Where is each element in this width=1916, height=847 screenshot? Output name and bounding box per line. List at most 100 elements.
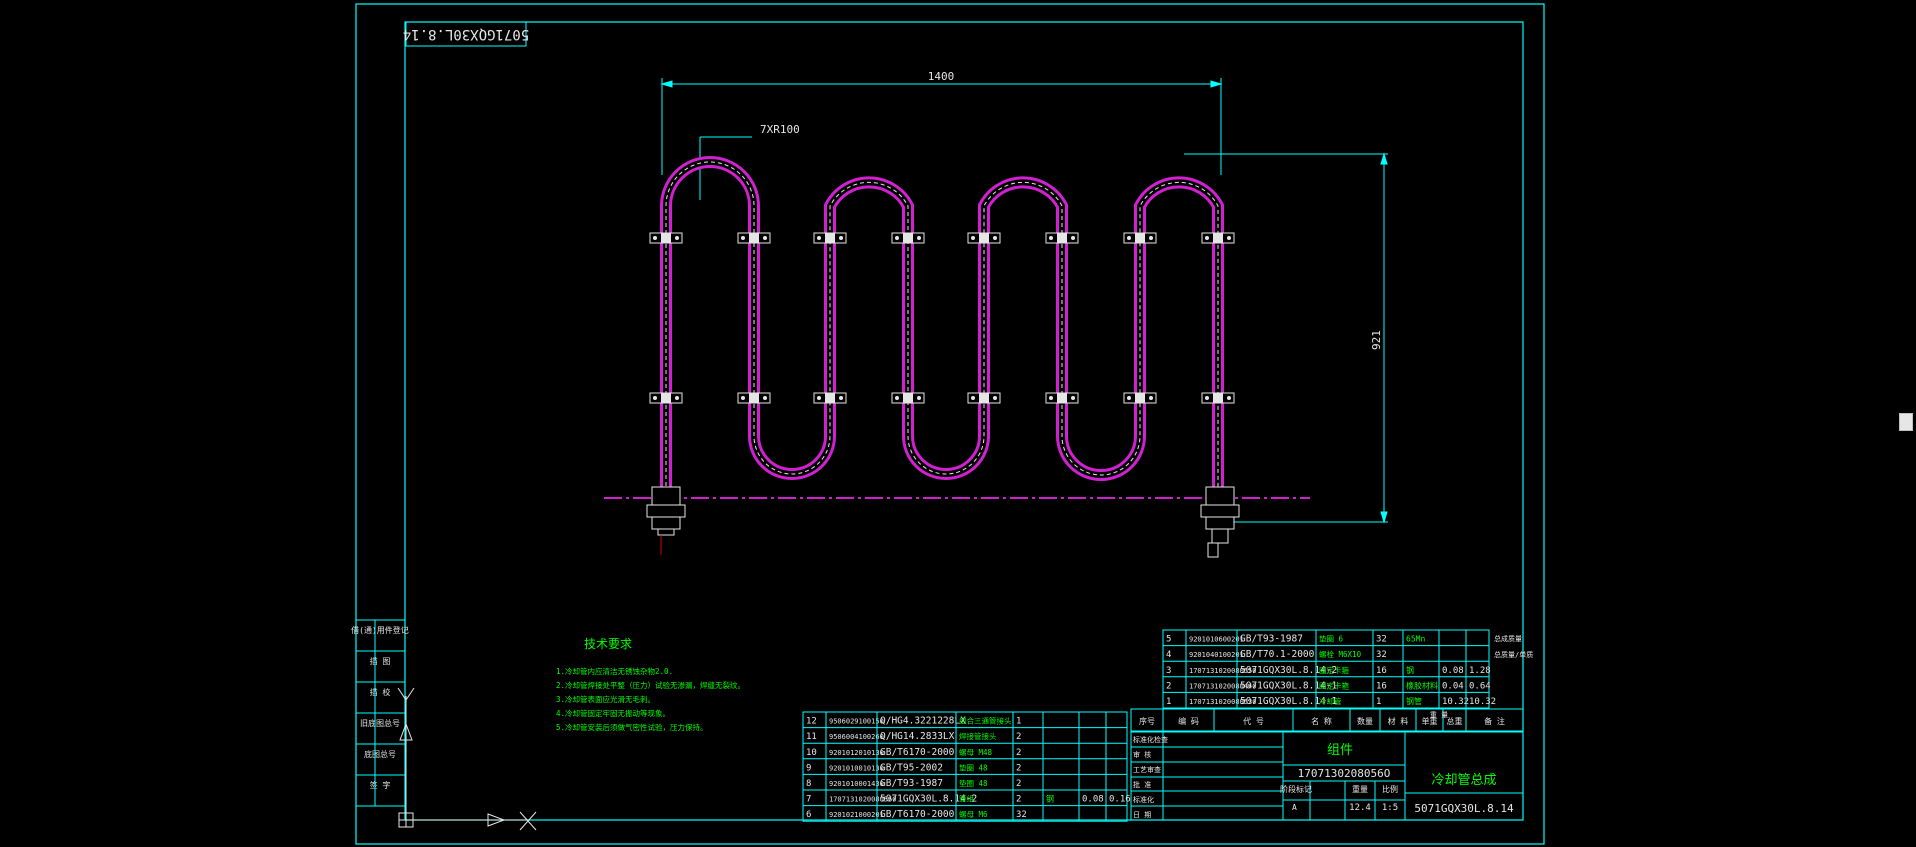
drawing-frame — [404, 21, 1524, 821]
bom-cell: GB/T6170-2000 — [880, 809, 955, 820]
bom-cell: 1707131020080560 — [829, 796, 896, 804]
scrollbar-thumb[interactable] — [1899, 413, 1913, 431]
bom-cell: 7 — [806, 795, 811, 805]
mirrored-code-box: 5071GQX30L.8.14 — [403, 21, 529, 47]
bom-cell: 2 — [1016, 795, 1021, 805]
bom-cell: 0.08 — [1442, 666, 1464, 676]
note-5: 5.冷却管安装后须做气密性试验，压力保持。 — [556, 722, 708, 732]
bom-cell: 5071GQX30L.8.14-1 — [1240, 680, 1338, 691]
bom-header-cell: 序号 — [1139, 716, 1155, 726]
note-2: 2.冷却管焊接处平整（压力）试验无渗漏，焊缝无裂纹。 — [556, 680, 745, 690]
pipe-clamp — [967, 232, 1001, 244]
sheet-border — [355, 3, 1545, 845]
bom-cell: 10 — [806, 748, 817, 758]
bom-cell: 焊接管接头 — [959, 731, 997, 741]
title-weight: 12.4 — [1349, 803, 1371, 813]
bom-cell: 螺栓 M6X10 — [1319, 649, 1362, 659]
bom-cell: GB/T6170-2000 — [880, 747, 955, 758]
bom-cell: 0.08 — [1082, 795, 1104, 805]
bom-cell: 8 — [806, 779, 811, 789]
bom-cell: 12 — [806, 717, 817, 727]
title-left-label: 审 核 — [1133, 750, 1151, 759]
bom-cell: 32 — [1376, 650, 1387, 660]
bom-cell: 0.64 — [1469, 681, 1491, 691]
bom-cell: 垫圈 48 — [959, 762, 988, 772]
pipe-clamps — [649, 232, 1235, 404]
bom-cell: 11 — [806, 732, 817, 742]
bom-header-cell: 数量 — [1357, 716, 1373, 726]
title-left-label: 日 期 — [1133, 811, 1151, 819]
bom-note: 总成质量 — [1494, 634, 1522, 643]
pipe-clamp — [649, 392, 683, 404]
bom-cell: 32 — [1016, 810, 1027, 820]
note-4: 4.冷却管固定牢固无振动等现象。 — [556, 708, 670, 718]
title-part-name: 冷却管总成 — [1431, 773, 1496, 788]
title-drawing-no: 5071GQX30L.8.14 — [1414, 802, 1514, 815]
bom-cell: 1.28 — [1469, 666, 1491, 676]
title-scale-label: 比例 — [1382, 784, 1398, 794]
bom-cell: 9201012010130 — [829, 749, 884, 757]
title-left-label: 工艺审查 — [1133, 765, 1161, 774]
bom-cell: 10.32 — [1442, 697, 1469, 707]
note-3: 3.冷却管表面应光滑无毛刺。 — [556, 694, 655, 704]
dim-length-text: 1400 — [928, 70, 955, 83]
bom-cell: 2 — [1016, 748, 1021, 758]
bom-header-cell: 名 称 — [1311, 716, 1332, 726]
bom-cell: 固定卡箍 — [1319, 680, 1349, 690]
bom-cell: 5071GQX30L.8.14-2 — [880, 794, 977, 805]
fitting-right — [1200, 486, 1240, 558]
title-left-label: 批 准 — [1133, 780, 1151, 789]
bom-cell: 螺母 M48 — [959, 747, 993, 757]
title-weight-label: 重量 — [1352, 784, 1368, 794]
pipe-clamp — [649, 232, 683, 244]
bom-cell: 9506004100260 — [829, 733, 884, 741]
bom-cell: 16 — [1376, 681, 1387, 691]
pipe-clamp — [1045, 392, 1079, 404]
bom-cell: 65Mn — [1406, 635, 1425, 644]
notes-title: 技术要求 — [584, 637, 632, 651]
bom-cell: 组合三通管接头 — [959, 716, 1012, 726]
side-stamp-label: 描 校 — [370, 687, 391, 697]
bom-cell: 3 — [1166, 666, 1171, 676]
bom-cell: 2 — [1016, 763, 1021, 773]
bom-cell: GB/T95-2002 — [880, 762, 943, 773]
bom-cell: 10.32 — [1469, 697, 1496, 707]
bom-cell: 5071GQX30L.8.14-1 — [1240, 696, 1338, 707]
title-block — [1130, 731, 1524, 821]
bom-cell: 16 — [1376, 666, 1387, 676]
pipe-clamp — [813, 232, 847, 244]
bom-cell: 垫圈 6 — [1319, 634, 1344, 644]
bom-header-row: 序号编 码代 号名 称数量材 料单重总重备 注重 量 — [1130, 708, 1524, 732]
bom-cell: 2 — [1016, 779, 1021, 789]
pipe-clamp — [813, 392, 847, 404]
pipe-clamp — [891, 232, 925, 244]
bom-cell: Q/HG14.2833LX — [880, 731, 955, 742]
ucs-icon — [397, 687, 537, 831]
side-stamp-label: 描 图 — [370, 656, 391, 666]
note-1: 1.冷却管内应清洁无锈蚀杂物2.0. — [556, 666, 673, 676]
bom-cell: GB/T70.1-2000 — [1240, 649, 1315, 660]
dimension-length — [660, 78, 1223, 175]
bom-cell: 螺母 M6 — [959, 809, 988, 819]
side-stamp-label: 签 字 — [370, 780, 391, 790]
bom-header-cell: 材 料 — [1388, 716, 1409, 726]
bom-header-cell: 备 注 — [1484, 716, 1505, 726]
bom-cell: 5 — [1166, 635, 1171, 645]
bom-header-cell: 编 码 — [1178, 716, 1199, 726]
bom-cell: 5071GQX30L.8.14-2 — [1240, 665, 1337, 676]
bom-cell: 9201040100201 — [1189, 651, 1244, 659]
bom-cell: GB/T93-1987 — [880, 778, 943, 789]
bom-cell: 1707131020080550 — [1189, 667, 1256, 675]
